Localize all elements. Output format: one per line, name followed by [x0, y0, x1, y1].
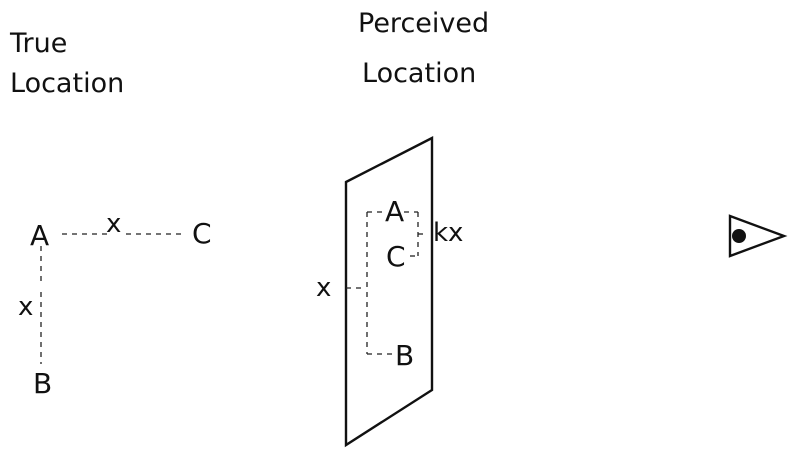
- true-point-a: A: [30, 219, 49, 252]
- picture-plane: [344, 136, 434, 448]
- perceived-distance-kx: kx: [433, 218, 463, 248]
- true-point-c: C: [192, 217, 212, 250]
- perceived-distance-vertical: x: [316, 273, 331, 303]
- perceived-point-c: C: [386, 240, 406, 273]
- perceived-location-line-2: Location: [362, 58, 476, 89]
- perceived-location-heading: Perceived Location: [358, 8, 489, 89]
- true-location-heading: True Location: [9, 28, 124, 99]
- eye-icon: [728, 214, 788, 258]
- true-point-b: B: [33, 367, 52, 400]
- perceived-point-b: B: [395, 339, 414, 372]
- perceived-location-figure: A C B kx x: [316, 195, 463, 372]
- perceived-location-line-1: Perceived: [358, 8, 489, 39]
- perceived-point-a: A: [385, 195, 404, 228]
- true-distance-horizontal: x: [106, 209, 121, 239]
- true-location-line-1: True: [9, 28, 67, 59]
- true-location-figure: A C B x x: [18, 209, 212, 400]
- true-location-line-2: Location: [10, 68, 124, 99]
- true-distance-vertical: x: [18, 292, 33, 322]
